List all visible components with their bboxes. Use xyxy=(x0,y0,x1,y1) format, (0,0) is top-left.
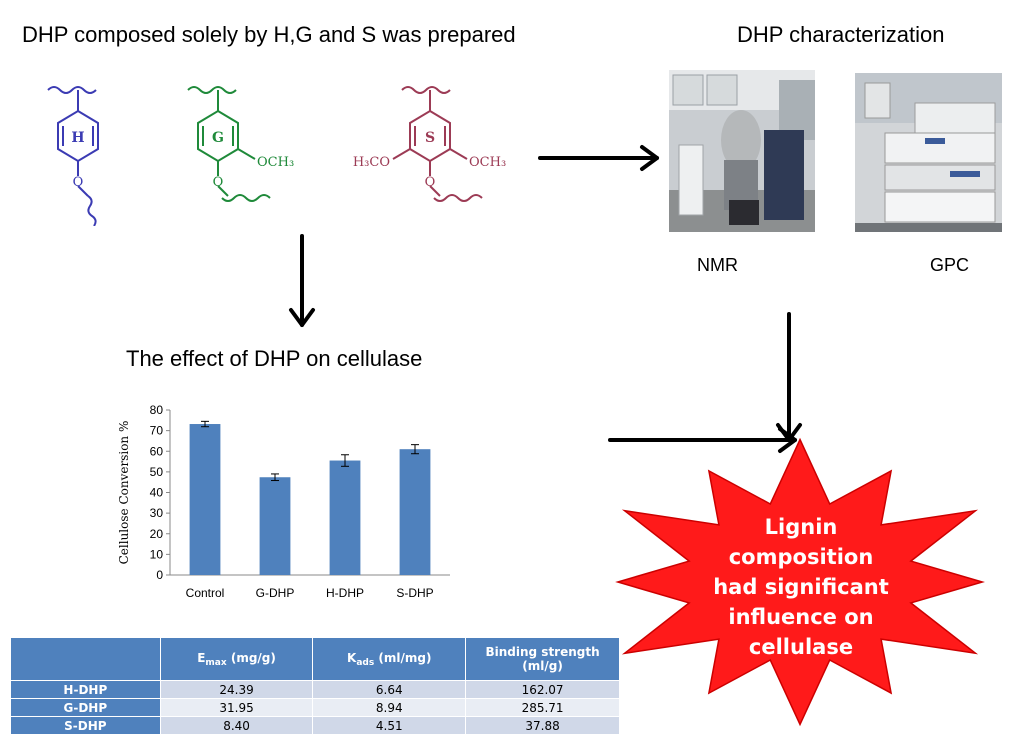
h-ring-label: H xyxy=(71,130,84,146)
table-header-blank xyxy=(10,637,161,681)
table-cell-binding: 37.88 xyxy=(465,716,620,735)
g-methoxy-label: OCH₃ xyxy=(257,155,294,170)
table-row-label: S-DHP xyxy=(10,716,161,735)
nmr-photo xyxy=(669,70,815,232)
table-row: G-DHP 31.95 8.94 285.71 xyxy=(10,698,620,717)
table-row-label: H-DHP xyxy=(10,680,161,699)
arrow-to-characterization xyxy=(538,145,659,171)
chart-x-tick-label: Control xyxy=(186,586,225,600)
chart-y-tick-label: 80 xyxy=(150,403,164,417)
chart-y-axis-label: Cellulose Conversion % xyxy=(117,421,131,565)
table-cell-binding: 162.07 xyxy=(465,680,620,699)
chart-bar xyxy=(329,460,361,575)
conclusion-starburst xyxy=(615,437,985,727)
table-cell-kads: 8.94 xyxy=(312,698,467,717)
chart-x-tick-label: G-DHP xyxy=(256,586,295,600)
starburst-shape xyxy=(615,437,985,727)
table-row: S-DHP 8.40 4.51 37.88 xyxy=(10,716,620,735)
table-cell-binding: 285.71 xyxy=(465,698,620,717)
chart-bar xyxy=(399,449,431,575)
arrow-right-to-conclusion xyxy=(608,427,797,453)
nmr-label: NMR xyxy=(697,255,738,275)
s-unit-structure: S O OCH₃ H₃CO xyxy=(353,86,506,202)
s-methoxy-left-label: H₃CO xyxy=(353,155,390,170)
chart-y-tick-label: 50 xyxy=(150,465,164,479)
s-methoxy-right-label: OCH₃ xyxy=(469,155,506,170)
conclusion-line: Lignin composition xyxy=(728,515,874,569)
table-row: H-DHP 24.39 6.64 162.07 xyxy=(10,680,620,699)
table-header-emax: Emax (mg/g) xyxy=(159,637,314,681)
table-row-label: G-DHP xyxy=(10,698,161,717)
table-header-kads: Kads (ml/mg) xyxy=(312,637,467,681)
g-unit-structure: G O OCH₃ xyxy=(187,86,294,202)
table-header-binding-strength: Binding strength (ml/g) xyxy=(465,637,620,681)
arrow-to-effect xyxy=(289,234,315,327)
chart-y-tick-label: 10 xyxy=(150,547,164,561)
chart-x-tick-label: H-DHP xyxy=(326,586,364,600)
table-cell-emax: 31.95 xyxy=(159,698,314,717)
chart-bar xyxy=(259,477,291,575)
table-header-row: Emax (mg/g) Kads (ml/mg) Binding strengt… xyxy=(10,637,620,681)
table-cell-emax: 24.39 xyxy=(159,680,314,699)
svg-text:O: O xyxy=(73,175,84,190)
chart-bar xyxy=(189,424,221,575)
conclusion-line: cellulase xyxy=(748,635,854,659)
g-ring-label: G xyxy=(212,130,224,146)
svg-text:O: O xyxy=(213,175,224,190)
svg-text:O: O xyxy=(425,175,436,190)
conclusion-text: Lignin composition had significant influ… xyxy=(690,512,912,662)
h-unit-structure: H O xyxy=(47,86,99,226)
chart-y-tick-label: 40 xyxy=(150,486,164,500)
arrow-down-to-conclusion xyxy=(776,312,802,442)
s-ring-label: S xyxy=(425,130,435,146)
chart-y-tick-label: 0 xyxy=(156,568,163,582)
heading-dhp-prepared: DHP composed solely by H,G and S was pre… xyxy=(22,22,516,47)
chart-y-tick-label: 30 xyxy=(150,506,164,520)
gpc-photo xyxy=(855,73,1002,232)
conclusion-line: influence on xyxy=(728,605,874,629)
table-cell-kads: 6.64 xyxy=(312,680,467,699)
gpc-label: GPC xyxy=(930,255,970,275)
chart-y-tick-label: 60 xyxy=(150,444,164,458)
cellulose-conversion-chart: Cellulose Conversion % 0 10 20 30 40 50 60 70 80… xyxy=(117,403,450,600)
monomer-structures: H O G O OCH₃ S O OCH₃ H₃CO xyxy=(47,86,506,226)
table-cell-emax: 8.40 xyxy=(159,716,314,735)
chart-y-tick-label: 20 xyxy=(150,527,164,541)
chart-y-tick-label: 70 xyxy=(150,424,164,438)
adsorption-parameters-table: Emax (mg/g) Kads (ml/mg) Binding strengt… xyxy=(10,637,620,735)
chart-x-tick-label: S-DHP xyxy=(396,586,433,600)
table-cell-kads: 4.51 xyxy=(312,716,467,735)
conclusion-line: had significant xyxy=(713,575,889,599)
heading-dhp-characterization: DHP characterization xyxy=(737,22,945,47)
heading-effect-on-cellulase: The effect of DHP on cellulase xyxy=(126,346,423,371)
